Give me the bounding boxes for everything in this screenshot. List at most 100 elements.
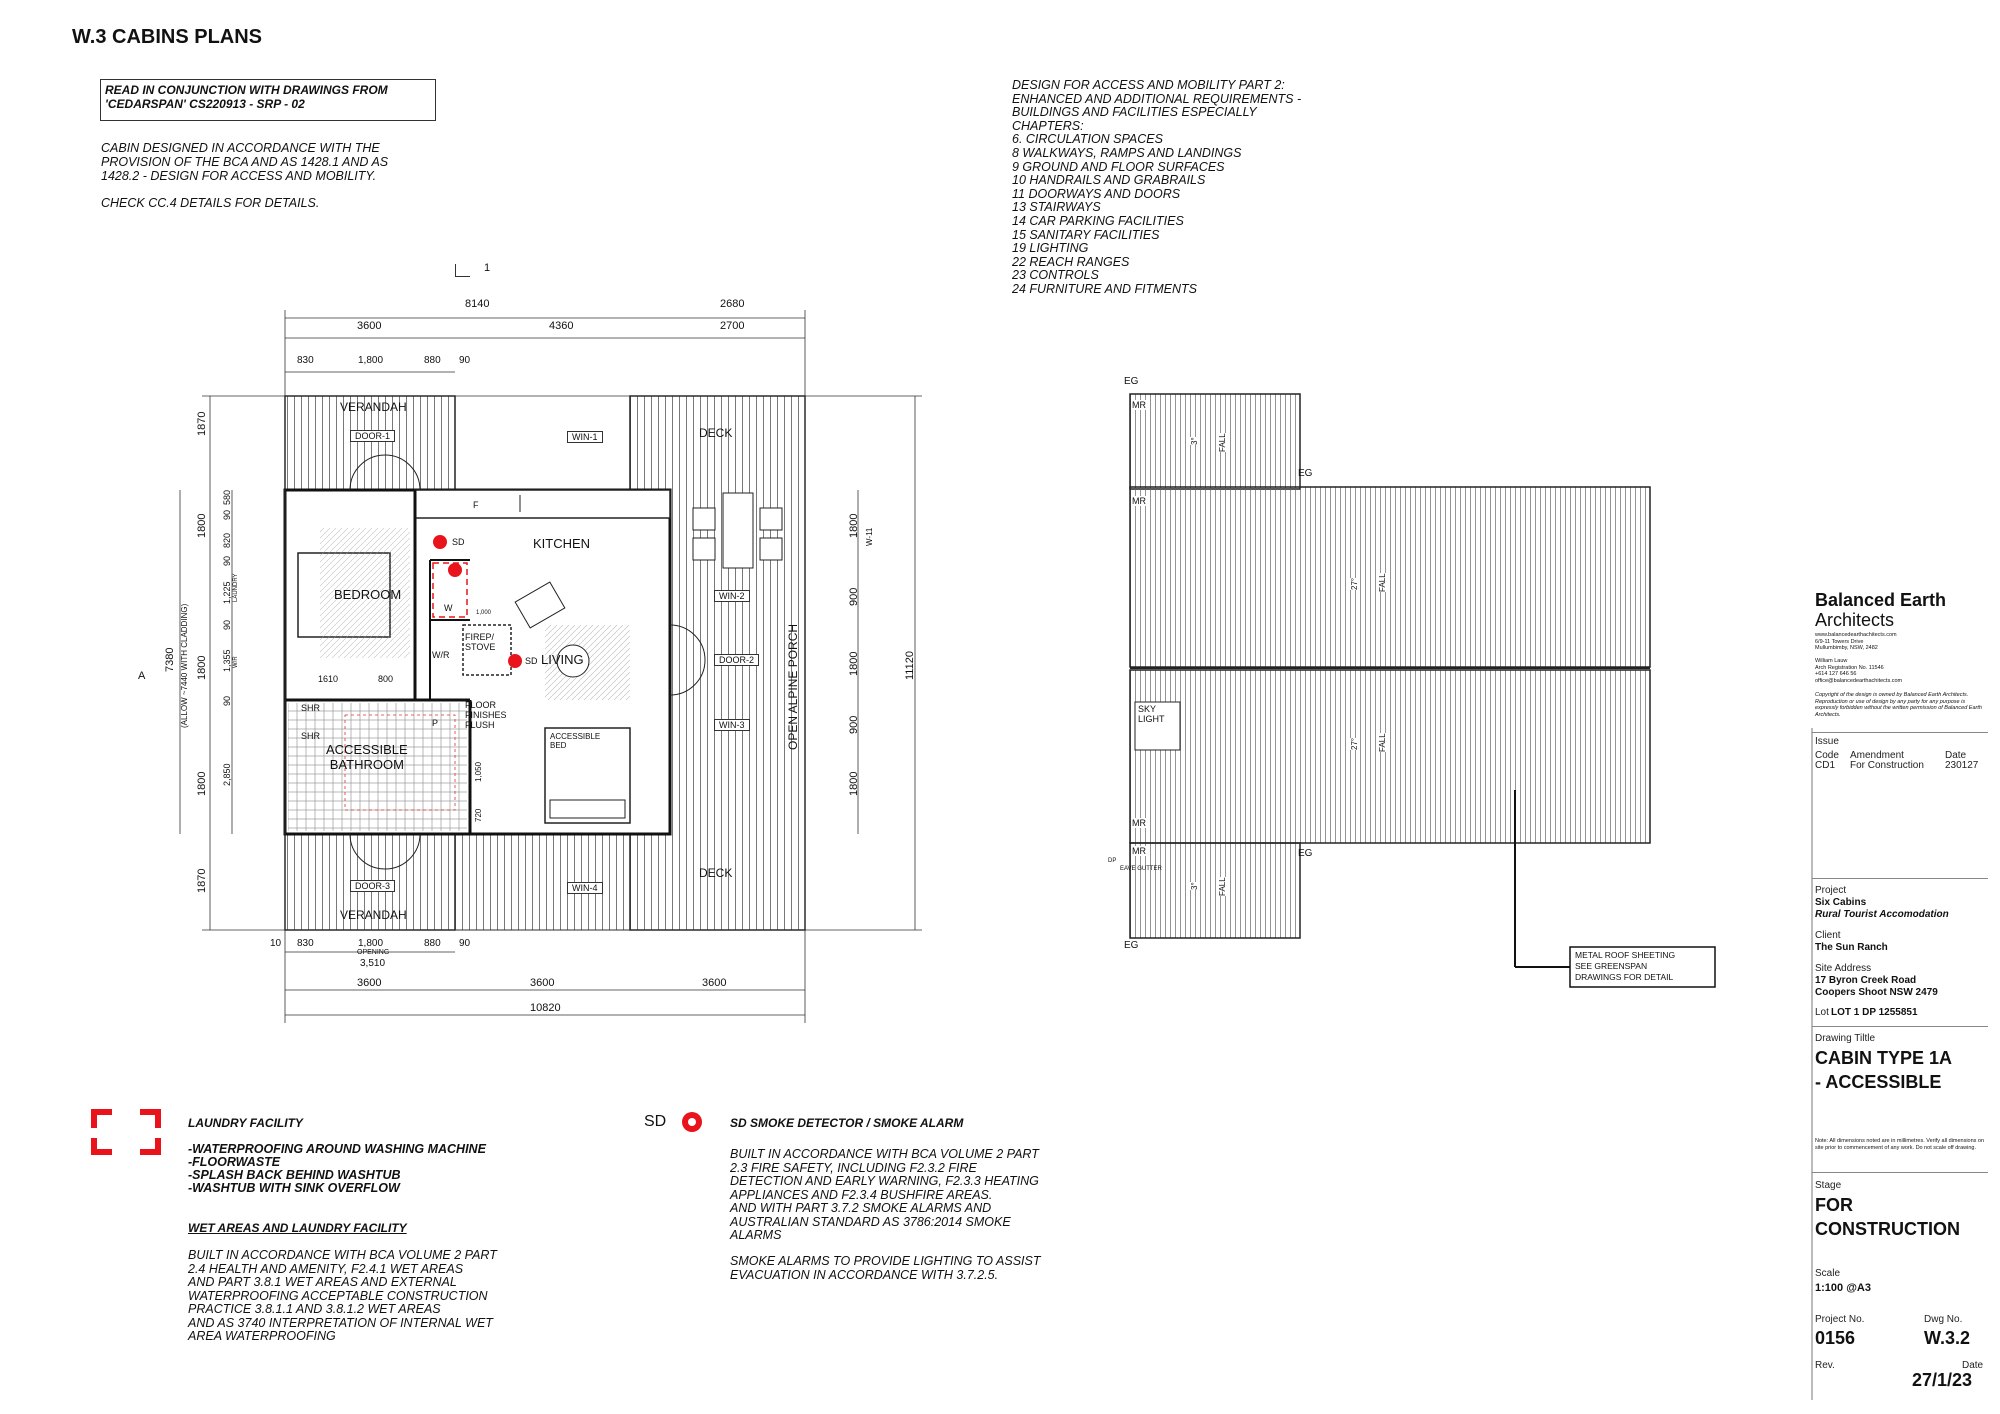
project-label: Project: [1815, 885, 1847, 896]
tag-shr-1: SHR: [301, 703, 321, 713]
access-notes: DESIGN FOR ACCESS AND MOBILITY PART 2: E…: [1012, 78, 1302, 296]
dim-830-bottom: 830: [297, 938, 314, 949]
deck-chair-2: [692, 537, 716, 561]
project-no: 0156: [1815, 1328, 1856, 1348]
dim-1800-bottom: 1,800: [358, 938, 384, 949]
dim-90-bottom: 90: [459, 938, 471, 949]
dim-1225: 1,225: [222, 581, 232, 604]
dim-w11: W-11: [865, 527, 874, 546]
check-details-note: CHECK CC.4 DETAILS FOR DETAILS.: [101, 196, 320, 210]
laundry-legend-items: -WATERPROOFING AROUND WASHING MACHINE -F…: [188, 1142, 486, 1195]
tag-door-3: DOOR-3: [350, 880, 396, 892]
dim-900-right-2: 900: [848, 715, 860, 734]
project-sub: Rural Tourist Accomodation: [1815, 909, 1949, 920]
dwg-no-label: Dwg No.: [1924, 1314, 1963, 1325]
dim-90-d: 90: [222, 695, 232, 706]
dim-3600-bottom-2: 3600: [530, 977, 555, 989]
client-name: The Sun Ranch: [1815, 942, 1888, 953]
accessible-bed-pillows: [549, 799, 626, 819]
dim-1870-bottom: 1870: [196, 868, 208, 893]
tag-win-4: WIN-4: [567, 882, 603, 894]
client-label: Client: [1815, 930, 1841, 941]
scale-value: 1:100 @A3: [1815, 1282, 1871, 1294]
roof-fall-pitch-2: 27°: [1350, 577, 1359, 590]
stage-value: FOR CONSTRUCTION: [1815, 1195, 1960, 1239]
note-fireplace: FIREP/ STOVE: [465, 632, 496, 652]
dim-1800-top: 1,800: [358, 355, 384, 366]
dim-90-top: 90: [459, 355, 471, 366]
dim-820: 820: [222, 532, 232, 548]
tb-rule-4: [1812, 1172, 1988, 1173]
bath-circulation: [344, 714, 456, 811]
site-label: Site Address: [1815, 963, 1872, 974]
dim-10820: 10820: [530, 1002, 561, 1014]
dim-580: 580: [222, 489, 232, 505]
roof-mr-3: MR: [1132, 818, 1146, 828]
deck-bottom-strip: [454, 833, 631, 931]
issue-header-code: Code: [1815, 750, 1839, 761]
dim-10-bottom: 10: [270, 938, 282, 949]
tag-p: P: [432, 718, 439, 728]
issue-row-amendment: For Construction: [1850, 760, 1924, 771]
dim-1000: 1,000: [476, 610, 492, 616]
roof-fall-4: FALL: [1218, 877, 1227, 896]
dim-1800-right-1: 1800: [848, 513, 860, 538]
dim-3600-bottom-3: 3600: [702, 977, 727, 989]
living-table: [556, 644, 590, 678]
room-deck-top: DECK: [699, 426, 733, 440]
tag-door-1: DOOR-1: [350, 430, 396, 442]
dim-2850: 2,850: [222, 763, 232, 786]
sd-legend-text: BUILT IN ACCORDANCE WITH BCA VOLUME 2 PA…: [730, 1147, 1039, 1242]
dim-2680: 2680: [720, 298, 745, 310]
issue-header-amendment: Amendment: [1850, 750, 1904, 761]
drawing-title-label: Drawing Tiltle: [1815, 1033, 1876, 1044]
roof-bottom-wing: [1129, 842, 1301, 939]
dim-7380: 7380: [164, 647, 176, 672]
roof-main-upper: [1129, 486, 1651, 668]
tb-rule-3: [1812, 1026, 1988, 1027]
dim-11120: 11120: [904, 651, 916, 680]
firm-name-line2: Architects: [1815, 610, 1895, 630]
tb-rule-2: [1812, 878, 1988, 879]
dim-4360: 4360: [549, 320, 574, 332]
dim-90-a: 90: [222, 509, 232, 520]
room-accessible-bathroom: ACCESSIBLE BATHROOM: [326, 742, 408, 772]
issue-row-date: 230127: [1945, 760, 1979, 771]
section-ref-marker: [455, 264, 470, 277]
dim-830-top: 830: [297, 355, 314, 366]
laundry-legend-marker: [91, 1109, 161, 1155]
rev-label: Rev.: [1815, 1360, 1835, 1371]
verandah-top-area: [284, 395, 456, 491]
dwg-no: W.3.2: [1924, 1328, 1971, 1348]
note-floor-finishes: FLOOR FINISHES FLUSH: [465, 700, 507, 730]
door-3-swing: [349, 833, 421, 870]
bedroom-rug: [320, 528, 410, 658]
room-open-alpine-porch: OPEN ALPINE PORCH: [786, 623, 800, 750]
dim-1800-left-1: 1800: [196, 513, 208, 538]
tag-win-2: WIN-2: [714, 590, 750, 602]
roof-top-wing: [1129, 393, 1301, 490]
fireplace: [462, 624, 512, 676]
roof-dp: DP: [1108, 858, 1117, 864]
dimension-note: Note: All dimensions noted are in millim…: [1815, 1138, 1985, 1151]
site-line1: 17 Byron Creek Road: [1815, 975, 1917, 986]
firm-contact: William Lauw Arch Registration No. 11546…: [1815, 658, 1903, 684]
dim-90-b: 90: [222, 555, 232, 566]
tag-win-1: WIN-1: [567, 431, 603, 443]
roof-fall-1: FALL: [1218, 433, 1227, 452]
issue-row-code: CD1: [1815, 760, 1836, 771]
dim-3600-bottom-1: 3600: [357, 977, 382, 989]
project-name: Six Cabins: [1815, 897, 1867, 908]
sd-legend-inner: [688, 1118, 696, 1126]
room-verandah-top: VERANDAH: [340, 400, 407, 414]
tag-sd-2: SD: [525, 656, 538, 666]
dim-1355: 1,355: [222, 649, 232, 672]
deck-chair-1: [692, 507, 716, 531]
dim-1610: 1610: [318, 674, 339, 684]
roof-fall-pitch-4: 3°: [1190, 882, 1199, 890]
dim-2700: 2700: [720, 320, 745, 332]
roof-main-lower: [1129, 669, 1651, 844]
sheet-title: W.3 CABINS PLANS: [72, 26, 263, 48]
section-a-label: A: [138, 670, 146, 682]
date-value: 27/1/23: [1912, 1370, 1973, 1390]
